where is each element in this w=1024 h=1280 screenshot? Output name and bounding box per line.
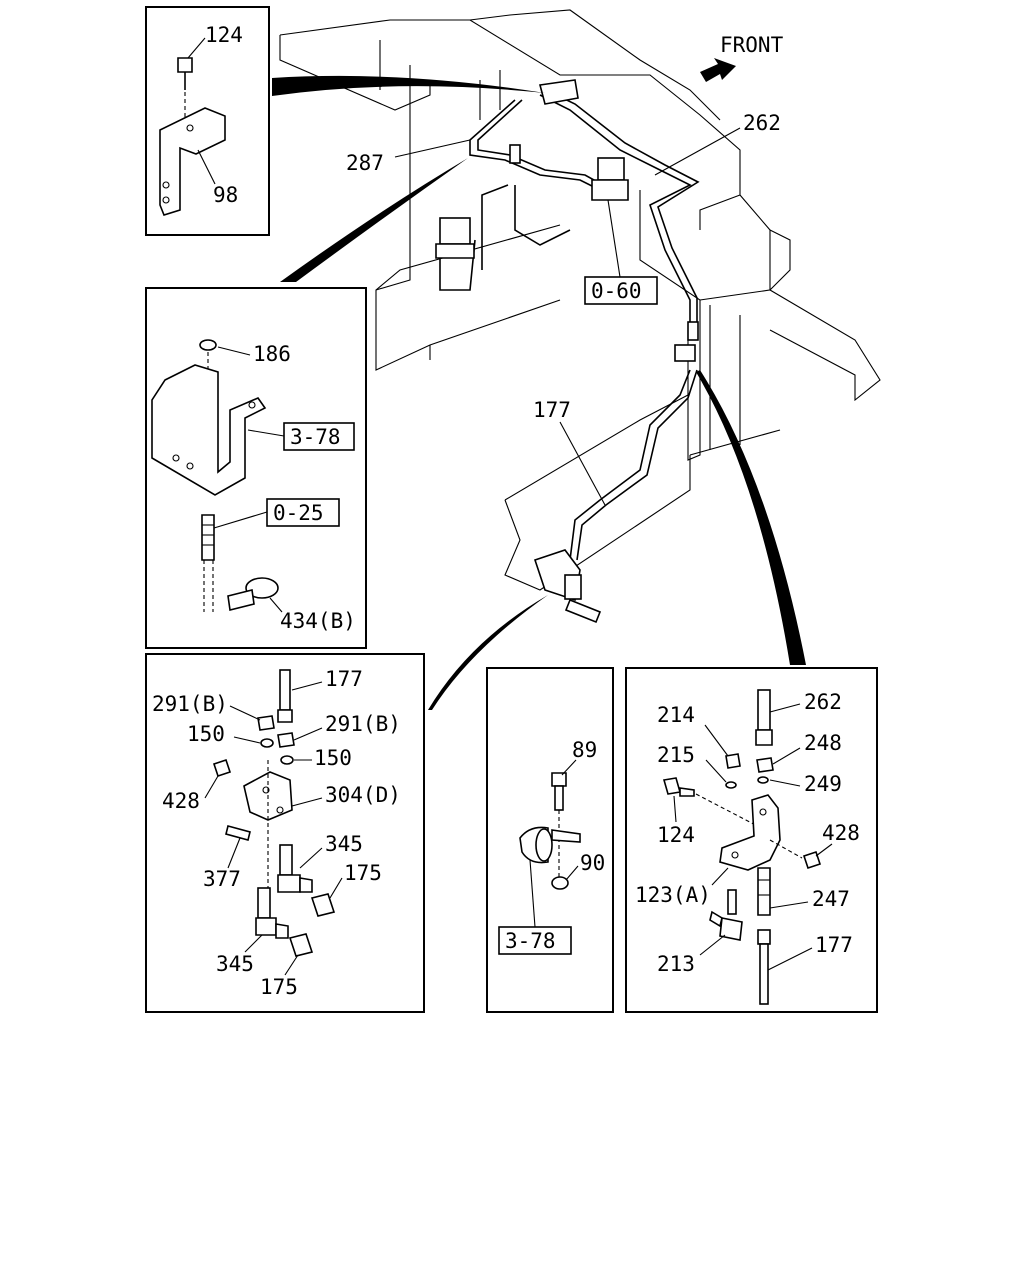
callout-nut-right: 291(B) [325, 712, 401, 736]
panel-connector-left: 177 291(B) 291(B) 150 150 428 304(D) 377… [145, 653, 425, 1013]
callout-clamp: 434(B) [280, 609, 356, 633]
ref-valve: 0-60 [591, 279, 642, 303]
callout-cap-lower: 175 [260, 975, 298, 999]
callout-bracket: 123(A) [635, 883, 711, 907]
callout-nut: 214 [657, 703, 695, 727]
callout-washer: 215 [657, 743, 695, 767]
callout-nut: 186 [253, 342, 291, 366]
callout-washer-left: 150 [187, 722, 225, 746]
panel-connector-right: 262 214 248 215 249 124 428 123(A) 247 2… [625, 667, 878, 1013]
callout-tee: 213 [657, 952, 695, 976]
callout-bolt: 89 [572, 738, 597, 762]
callout-pipe-top: 262 [804, 690, 842, 714]
callout-bracket: 304(D) [325, 783, 401, 807]
front-label: FRONT [720, 33, 784, 57]
ref-box-bracket [283, 422, 355, 451]
callout-union: 247 [812, 887, 850, 911]
main-view: FRONT 262 287 177 0-60 [272, 9, 881, 710]
callout-pipe-upper: 262 [743, 111, 781, 135]
callout-elbow-lower: 345 [216, 952, 254, 976]
callout-elbow-upper: 345 [325, 832, 363, 856]
callout-bolt: 124 [205, 23, 243, 47]
callout-bolt: 377 [203, 867, 241, 891]
panel-bracket-top: 124 98 [145, 6, 270, 236]
callout-pipe-bottom: 177 [815, 933, 853, 957]
ref-stud: 0-25 [273, 501, 324, 525]
front-arrow-icon [700, 58, 736, 82]
leader-to-bracket-panel [272, 75, 545, 96]
callout-washer-right: 150 [314, 746, 352, 770]
callout-pipe-left: 287 [346, 151, 384, 175]
callout-pipe: 177 [325, 667, 363, 691]
front-indicator: FRONT [700, 33, 784, 82]
ref-bracket: 3-78 [290, 425, 341, 449]
callout-bolt: 124 [657, 823, 695, 847]
main-fittings [435, 79, 699, 624]
leader-to-right-panel [696, 370, 806, 665]
callout-cap-upper: 175 [344, 861, 382, 885]
callout-nut-c: 428 [822, 821, 860, 845]
ref-bracket: 3-78 [505, 929, 556, 953]
callout-bracket: 98 [213, 183, 238, 207]
callout-nut: 90 [580, 851, 605, 875]
panel-clip: 89 90 3-78 [486, 667, 614, 1013]
chassis-frame [279, 9, 881, 591]
callout-nut-b: 248 [804, 731, 842, 755]
ref-box-valve [584, 276, 658, 305]
brake-pipes [439, 89, 700, 561]
callout-pipe-lower: 177 [533, 398, 571, 422]
callout-washer-b: 249 [804, 772, 842, 796]
panel-clamp: 186 3-78 0-25 434(B) [145, 287, 367, 649]
callout-nut-small: 428 [162, 789, 200, 813]
callout-nut-left: 291(B) [152, 692, 228, 716]
leader-to-clamp-panel [280, 158, 468, 282]
